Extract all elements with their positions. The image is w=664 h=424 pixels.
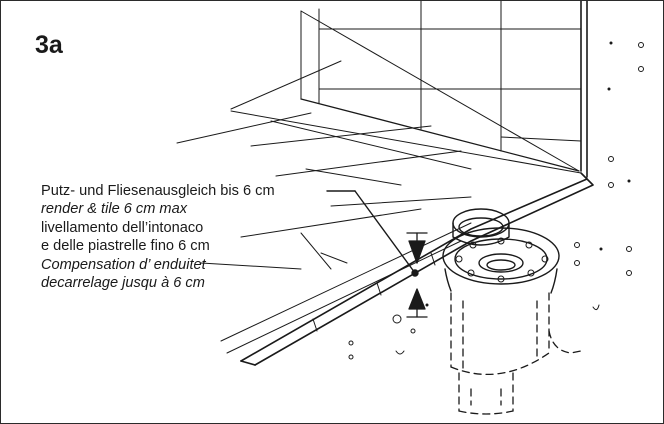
drain-body-hidden [450,292,582,415]
dimension-arrows [406,232,428,318]
callout-line-it-1: livellamento dell’intonaco [41,219,204,236]
callout-leader [326,190,419,277]
floor-drain [442,208,560,294]
floor-edge [220,172,594,366]
callout-line-en: render & tile 6 cm max [41,201,187,218]
callout-line-fr-1: Compensation d’ enduitet [41,256,206,273]
floor-tiles [176,60,582,270]
callout-text: Putz- und Fliesenausgleich bis 6 cm rend… [41,182,275,292]
callout-line-fr-2: decarrelage jusqu à 6 cm [41,275,205,292]
callout-line-it-2: e delle piastrelle fino 6 cm [41,238,210,255]
tiled-wall [300,1,588,178]
callout-line-de: Putz- und Fliesenausgleich bis 6 cm [41,183,275,199]
concrete-speckles [348,41,644,360]
edge-tile-joints [312,252,436,332]
figure-number: 3a [35,31,63,59]
